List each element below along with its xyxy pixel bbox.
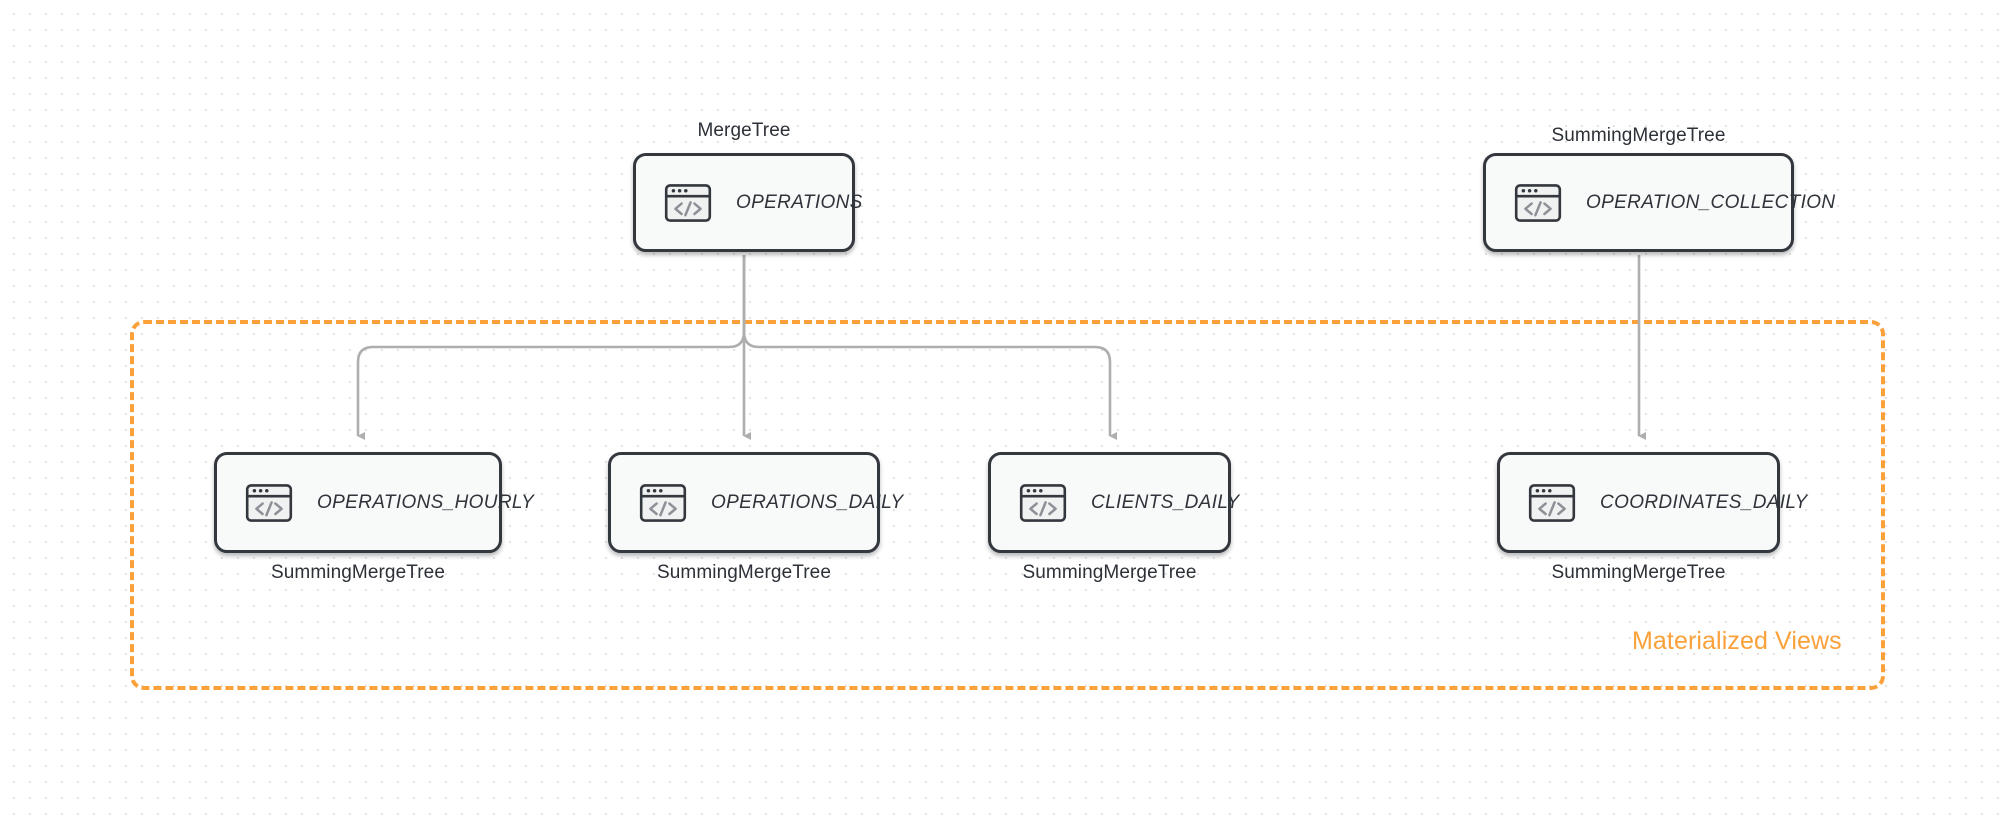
table-engine-caption-clients_daily: SummingMergeTree — [1022, 562, 1197, 583]
table-engine-caption-operations: MergeTree — [697, 120, 791, 141]
materialized-views-group-label: Materialized Views — [1632, 627, 1842, 655]
table-node-coordinates_daily[interactable]: COORDINATES_DAILY — [1497, 452, 1807, 553]
table-engine-caption-coordinates_daily: SummingMergeTree — [1551, 562, 1726, 583]
table-engine-caption-operations_daily: SummingMergeTree — [656, 562, 832, 583]
table-node-operations_hourly[interactable]: OPERATIONS_HOURLY — [214, 452, 534, 553]
table-node-operations_daily[interactable]: OPERATIONS_DAILY — [608, 452, 903, 553]
table-node-label-operations_hourly: OPERATIONS_HOURLY — [317, 491, 535, 513]
code-window-icon — [1528, 483, 1576, 522]
code-window-icon — [245, 483, 293, 522]
code-window-icon — [1019, 483, 1067, 522]
code-window-icon — [1514, 183, 1562, 222]
table-node-label-operation_collection: OPERATION_COLLECTION — [1586, 191, 1836, 213]
table-node-operations[interactable]: OPERATIONS — [633, 153, 862, 252]
table-node-label-clients_daily: CLIENTS_DAILY — [1091, 491, 1240, 513]
table-node-label-operations_daily: OPERATIONS_DAILY — [711, 491, 904, 513]
table-engine-caption-operation_collection: SummingMergeTree — [1551, 125, 1726, 146]
code-window-icon — [639, 483, 687, 522]
table-engine-caption-operations_hourly: SummingMergeTree — [270, 562, 446, 583]
table-node-operation_collection[interactable]: OPERATION_COLLECTION — [1483, 153, 1835, 252]
table-node-label-operations: OPERATIONS — [736, 191, 863, 213]
table-node-label-coordinates_daily: COORDINATES_DAILY — [1600, 491, 1808, 513]
code-window-icon — [664, 183, 712, 222]
table-node-clients_daily[interactable]: CLIENTS_DAILY — [988, 452, 1239, 553]
